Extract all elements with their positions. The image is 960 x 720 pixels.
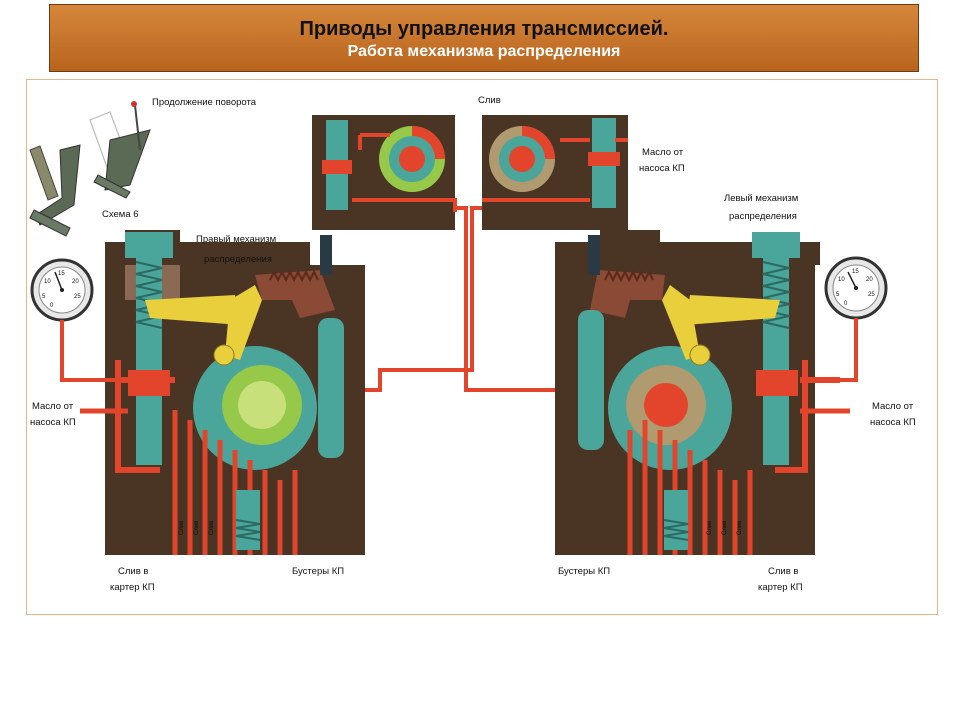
right-distribution-mechanism <box>105 230 365 555</box>
channel-label: Слив <box>707 521 713 535</box>
label-drain-crank-left-line2: картер КП <box>110 582 155 593</box>
channel-label: Слив <box>194 521 200 535</box>
right-pressure-gauge: 10 15 20 25 5 0 <box>800 256 888 382</box>
channel-label: Слив <box>179 521 185 535</box>
left-pressure-gauge: 10 15 20 25 5 0 <box>30 258 128 382</box>
label-right-mech-line1: Правый механизм <box>196 234 276 245</box>
label-left-mech-line1: Левый механизм <box>724 193 798 204</box>
label-drain-crank-right-line2: картер КП <box>758 582 803 593</box>
channel-label: Слив <box>209 521 215 535</box>
label-continuation: Продолжение поворота <box>152 97 257 108</box>
gauge-tick-label: 0 <box>844 301 848 307</box>
label-oil-top-line2: насоса КП <box>639 163 685 174</box>
gauge-tick-label: 10 <box>44 279 51 285</box>
label-drain-top: Слив <box>478 95 501 106</box>
gauge-tick-label: 5 <box>836 292 840 298</box>
top-left-valve-schematic <box>312 115 457 230</box>
gauge-tick-label: 15 <box>852 269 859 275</box>
gauge-tick-label: 25 <box>74 294 81 300</box>
gauge-tick-label: 15 <box>58 271 65 277</box>
gauge-tick-label: 20 <box>72 279 79 285</box>
label-left-mech-line2: распределения <box>729 211 797 222</box>
label-oil-right-line2: насоса КП <box>870 417 916 428</box>
label-boosters-right: Бустеры КП <box>558 566 610 577</box>
label-drain-crank-right-line1: Слив в <box>768 566 798 577</box>
label-oil-right-line1: Масло от <box>872 401 914 412</box>
connecting-oil-lines <box>345 206 560 392</box>
label-drain-crank-left-line1: Слив в <box>118 566 148 577</box>
diagram-frame <box>26 79 938 615</box>
channel-label: Слив <box>737 521 743 535</box>
channel-label: Слив <box>722 521 728 535</box>
gauge-tick-label: 5 <box>42 294 46 300</box>
slide-title: Приводы управления трансмиссией. <box>299 18 669 40</box>
label-oil-left-line2: насоса КП <box>30 417 76 428</box>
gauge-tick-label: 20 <box>866 277 873 283</box>
label-scheme: Схема 6 <box>102 209 139 220</box>
gauge-tick-label: 0 <box>50 303 54 309</box>
title-bar: Приводы управления трансмиссией. Работа … <box>49 4 919 72</box>
gauge-tick-label: 10 <box>838 277 845 283</box>
slide-subtitle: Работа механизма распределения <box>347 43 621 60</box>
label-boosters-left: Бустеры КП <box>292 566 344 577</box>
top-right-valve-schematic <box>482 115 628 230</box>
pedal-sketch <box>29 101 151 237</box>
gauge-tick-label: 25 <box>868 292 875 298</box>
label-oil-left-line1: Масло от <box>32 401 74 412</box>
label-right-mech-line2: распределения <box>204 254 272 265</box>
label-oil-top-line1: Масло от <box>642 147 684 158</box>
left-distribution-mechanism <box>555 230 840 555</box>
